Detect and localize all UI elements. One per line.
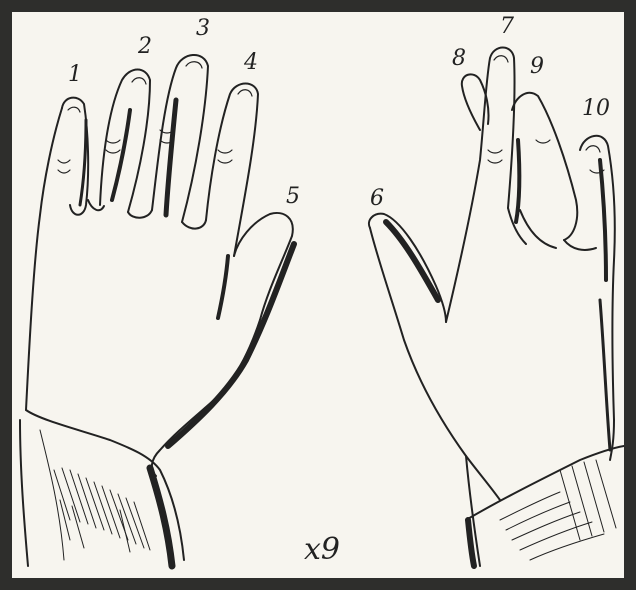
finger-number-4: 4 (244, 52, 258, 74)
finger-number-5: 5 (286, 186, 300, 208)
finger-number-2: 2 (138, 36, 152, 58)
finger-number-1: 1 (68, 64, 82, 86)
right-hand-drawing (369, 48, 624, 567)
right-cuff-hatching (500, 460, 616, 560)
figure-caption: x9 (304, 532, 340, 567)
finger-number-9: 9 (530, 56, 544, 78)
left-cuff-hatching (54, 468, 172, 566)
hands-illustration (12, 12, 624, 578)
finger-number-8: 8 (452, 48, 466, 70)
finger-number-10: 10 (582, 98, 610, 120)
illustration-paper: 1 2 3 4 5 6 7 8 9 10 x9 (12, 12, 624, 578)
finger-number-6: 6 (370, 188, 384, 210)
finger-number-7: 7 (500, 16, 514, 38)
finger-number-3: 3 (196, 18, 210, 40)
